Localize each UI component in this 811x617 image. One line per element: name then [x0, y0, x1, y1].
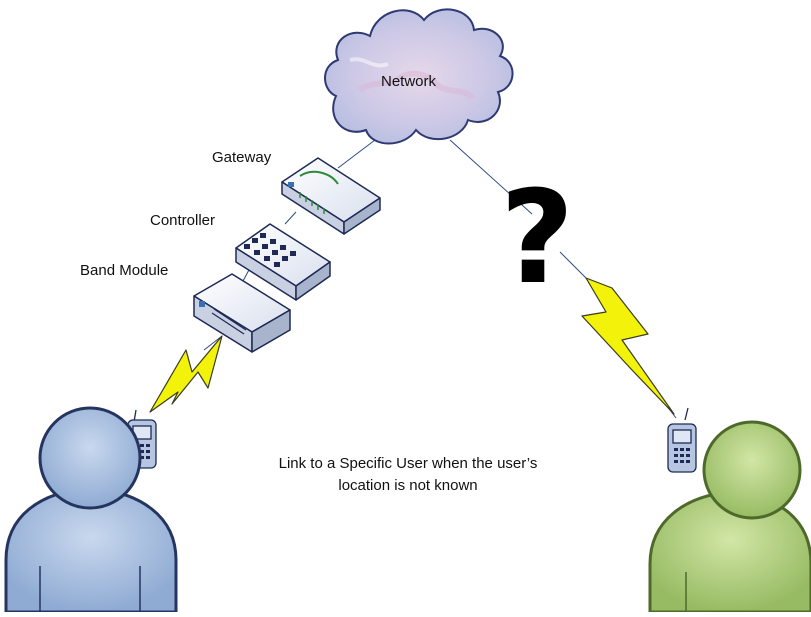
link-gateway-controller: [284, 211, 297, 225]
lightning-bolt-left-icon: [149, 335, 223, 413]
caption-line-1: Link to a Specific User when the user’s: [279, 455, 538, 472]
link-question-bolt: [559, 251, 589, 281]
caption-line-2: location is not known: [338, 477, 477, 494]
link-cloud-gateway: [337, 139, 376, 169]
network-label: Network: [381, 73, 437, 90]
mobile-phone-right-icon: [667, 407, 697, 473]
controller-switch-icon: [235, 223, 331, 301]
lightning-bolt-right-icon: [581, 277, 675, 415]
gateway-label: Gateway: [212, 149, 272, 166]
band-module-device-icon: [193, 273, 291, 353]
link-band-bolt: [203, 335, 223, 351]
link-cloud-question: [449, 139, 533, 215]
controller-label: Controller: [150, 212, 215, 229]
band-module-label: Band Module: [80, 262, 168, 279]
network-cloud-icon: [324, 8, 514, 145]
user-left-icon: [4, 406, 178, 614]
user-right-icon: [648, 420, 811, 614]
gateway-device-icon: [281, 157, 381, 235]
question-mark-icon: ?: [500, 164, 574, 313]
